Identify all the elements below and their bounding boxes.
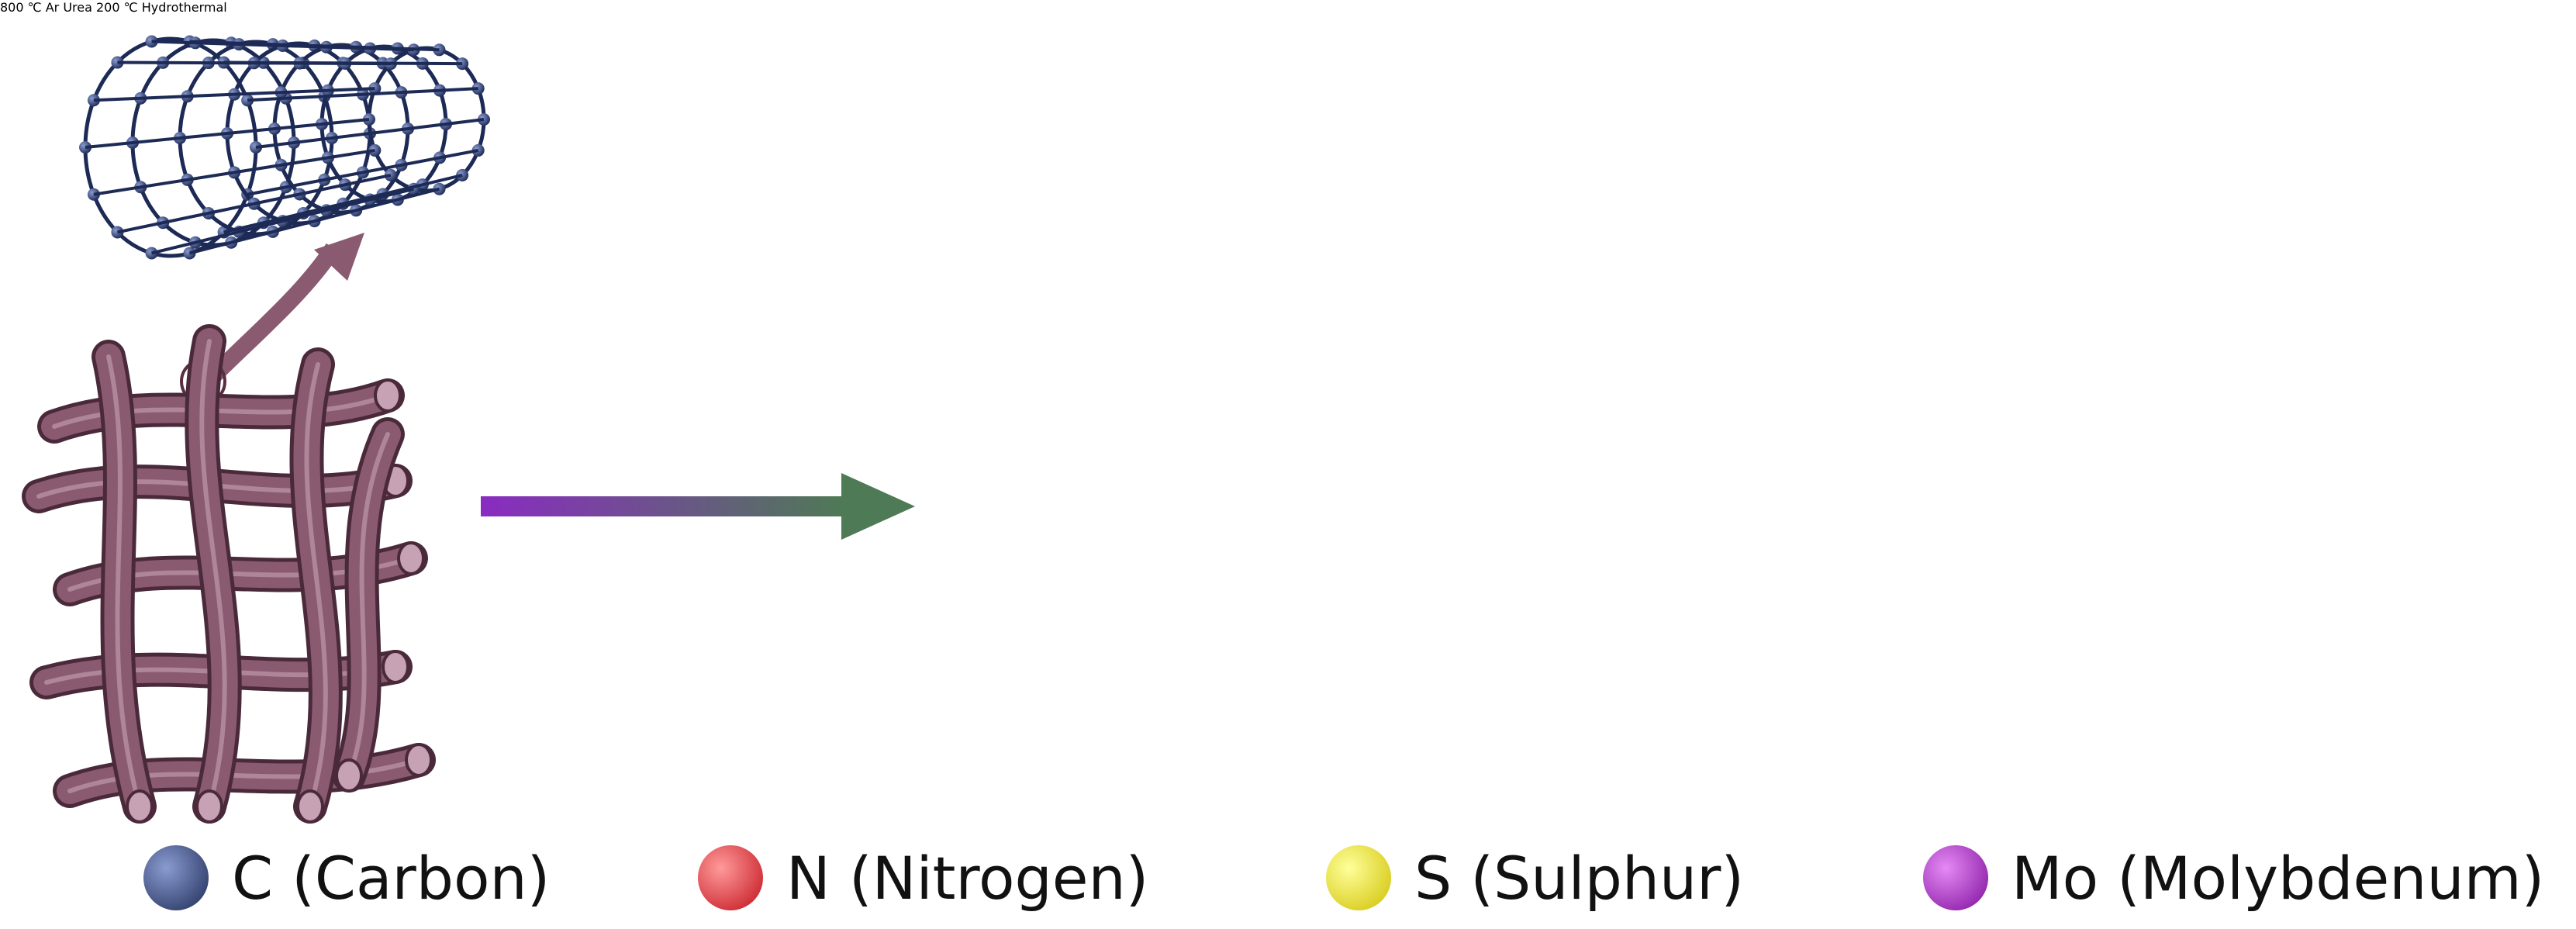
legend-label: Mo (Molybdenum)	[2011, 843, 2545, 913]
fiber-highlight	[304, 362, 328, 809]
step1-temperature: 800 ℃	[0, 0, 42, 15]
fiber-highlight	[347, 432, 390, 778]
legend-label: S (Sulphur)	[1414, 843, 1745, 913]
carbon-nanotube-icon	[79, 35, 490, 260]
fiber-end	[382, 650, 409, 684]
tube-bond	[85, 118, 370, 149]
fiber-highlight	[199, 339, 227, 809]
tube-bond	[223, 60, 463, 66]
legend-item-nitrogen: N (Nitrogen)	[698, 839, 1148, 917]
fiber-end	[335, 758, 363, 793]
tube-ring	[83, 36, 258, 258]
zoom-arrowhead	[314, 233, 364, 281]
carbon-fiber-network	[22, 35, 490, 824]
tube-bond	[117, 173, 392, 234]
fiber-bundle	[22, 324, 436, 824]
tube-bond	[188, 187, 440, 255]
carbon-atom-icon	[143, 845, 209, 910]
legend-item-sulphur: S (Sulphur)	[1326, 839, 1744, 917]
tube-bond	[151, 187, 415, 255]
tube-bond	[255, 118, 485, 149]
step1-precursor: Urea	[63, 0, 92, 15]
fiber-end	[405, 743, 433, 777]
legend-item-carbon: C (Carbon)	[143, 839, 550, 917]
step1-gas: Ar	[45, 0, 60, 15]
fiber-highlight	[52, 393, 390, 429]
tube-bond	[93, 148, 375, 196]
fiber-highlight	[106, 354, 142, 809]
step2-method: Hydrothermal	[141, 0, 227, 15]
process-arrow-1	[481, 473, 915, 540]
tube-bond	[93, 87, 375, 102]
tube-bond	[189, 40, 440, 52]
step2-temperature: 200 ℃	[96, 0, 138, 15]
fiber-end	[374, 378, 402, 413]
nitrogen-atom-icon	[698, 845, 763, 910]
fiber-end	[195, 789, 223, 824]
zoom-arrow	[207, 243, 341, 382]
tube-bond	[223, 173, 463, 234]
fiber-end	[397, 541, 425, 575]
sulphur-atom-icon	[1326, 845, 1391, 910]
legend-label: C (Carbon)	[232, 843, 551, 913]
fiber-end	[126, 789, 154, 824]
molybdenum-atom-icon	[1923, 845, 1988, 910]
fiber-end	[296, 789, 324, 824]
legend-item-molybdenum: Mo (Molybdenum)	[1923, 839, 2544, 917]
legend-label: N (Nitrogen)	[786, 843, 1149, 913]
carbon-atom	[241, 94, 254, 107]
tube-bond	[247, 148, 479, 196]
tube-bond	[247, 87, 478, 102]
